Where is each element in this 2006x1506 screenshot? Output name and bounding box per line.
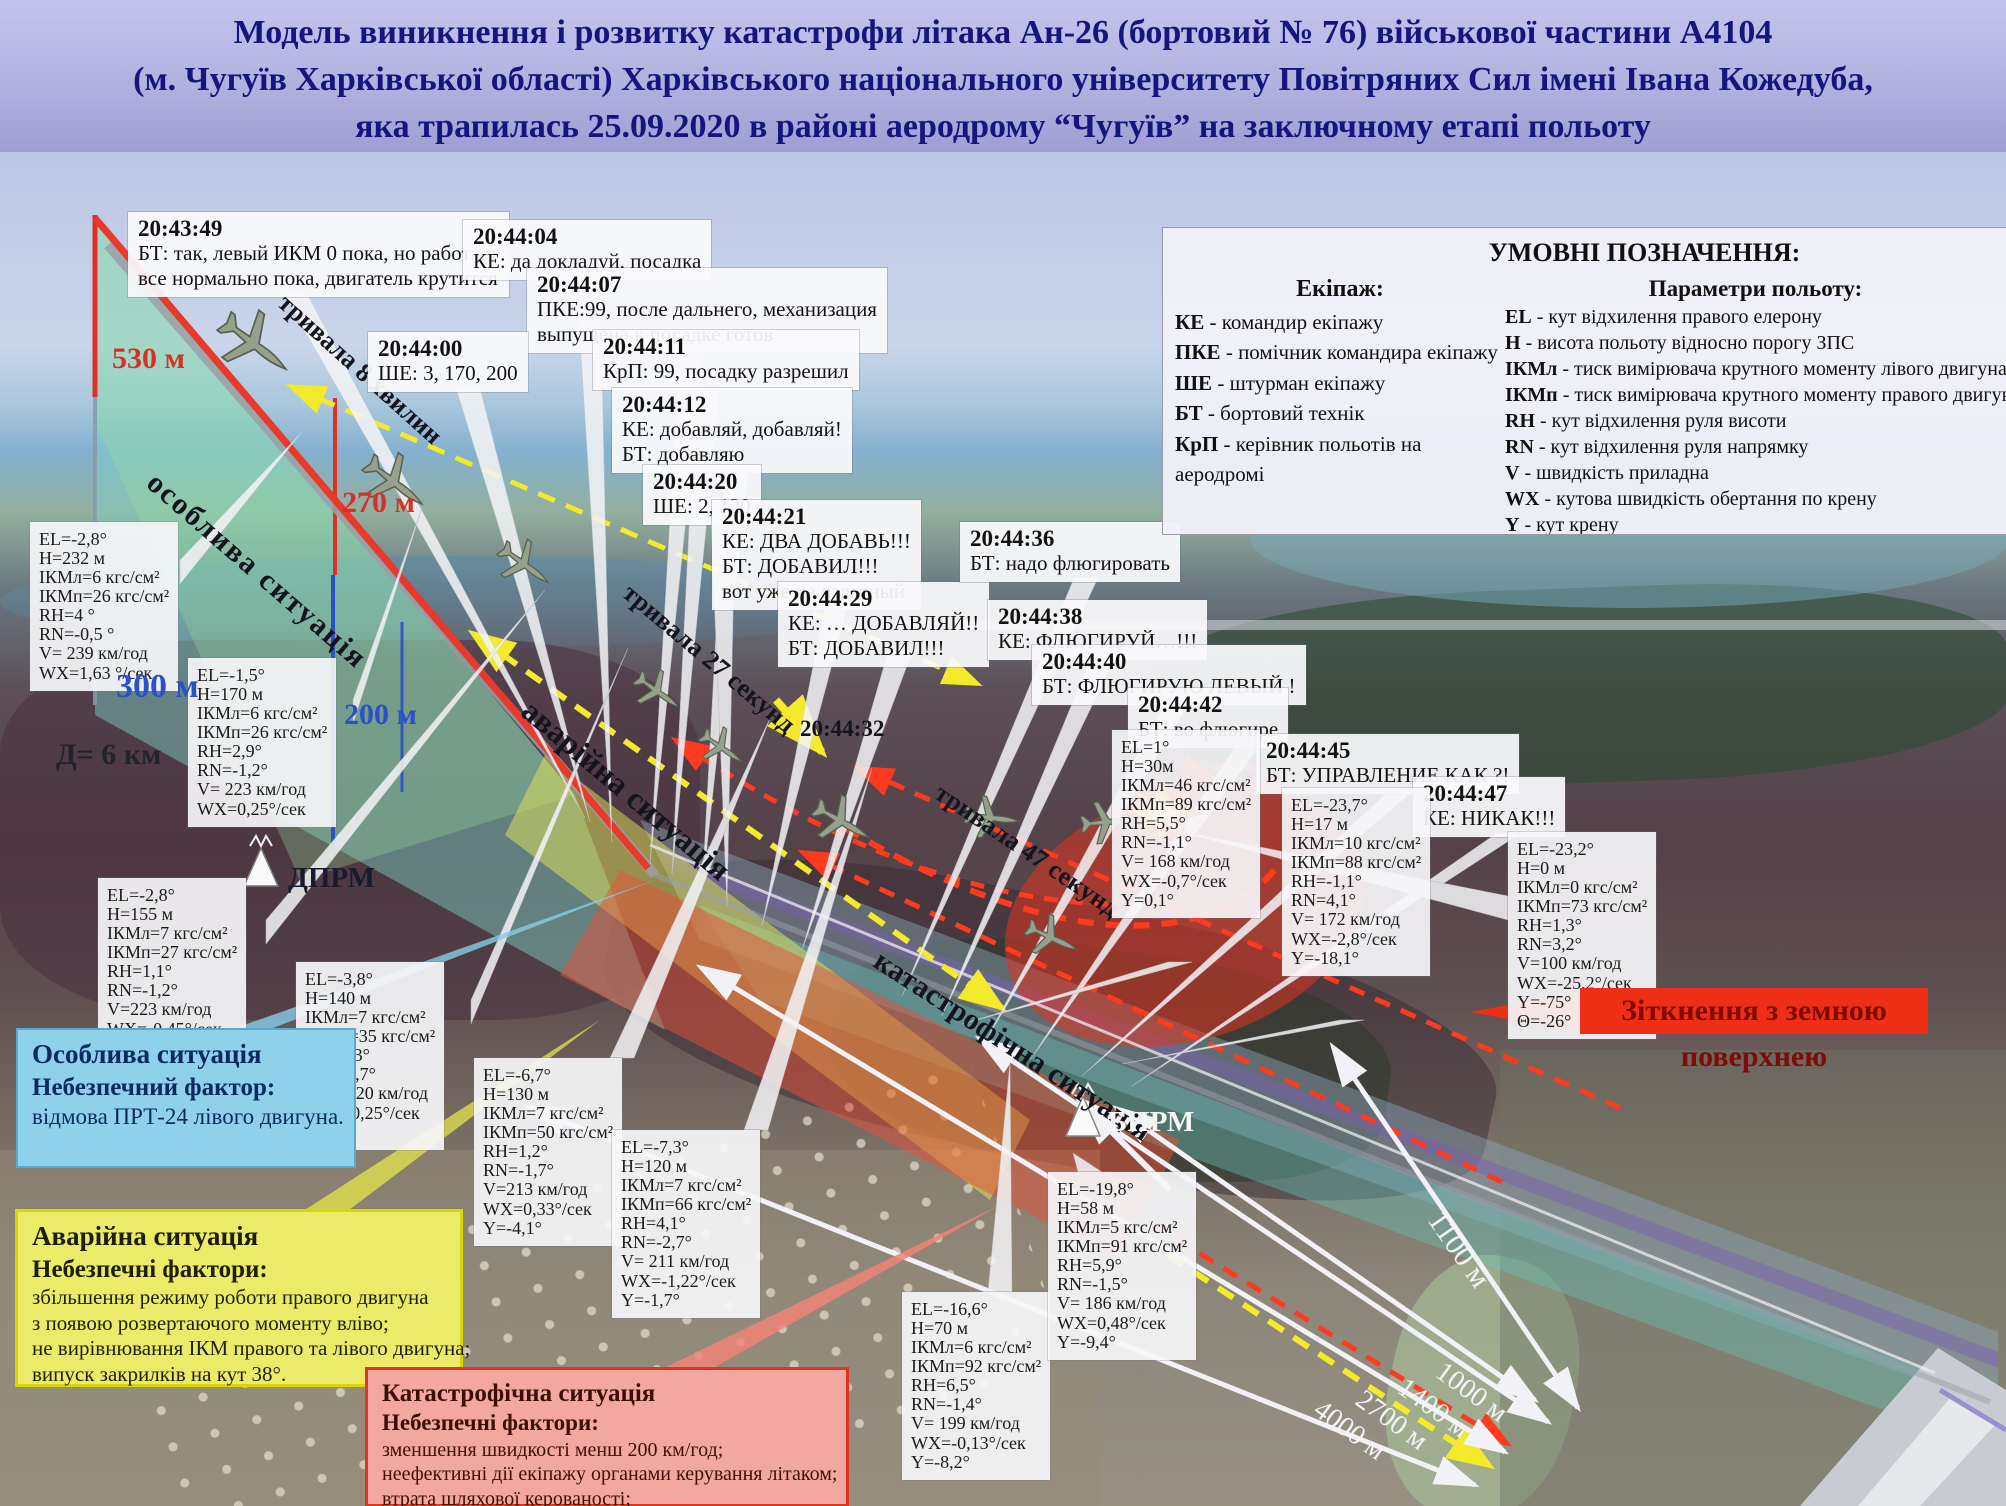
aircraft-icon [625,660,691,724]
impact-banner: Зіткнення з земною поверхнею [1580,988,1928,1073]
legend-item: КрП - керівник польотів на аеродромі [1175,431,1422,487]
special-situation-box: Особлива ситуація Небезпечний фактор: ві… [18,1030,354,1166]
title-line-2: (м. Чугуїв Харківської області) Харківсь… [133,60,1873,98]
slide-title: Модель виникнення і розвитку катастрофи … [0,0,2006,152]
dprm-label: ДПРМ [288,862,376,894]
legend-item: RN - кут відхилення руля напрямку [1505,436,1809,458]
aircraft-icon [1017,907,1087,969]
distance-label-6km: Д= 6 км [56,738,162,771]
emergency-situation-box: Аварійна ситуація Небезпечні фактори: зб… [18,1212,470,1386]
legend-item: КЕ - командир екіпажу [1175,310,1384,334]
legend-item: RH - кут відхилення руля висоти [1505,410,1787,432]
param-box-9: EL=1° Н=30м ІКМл=46 кгс/см² ІКМп=89 кгс/… [1112,730,1261,918]
terrain-right-bottom [1500,1050,2006,1506]
legend-item: Н - висота польоту відносно порогу ЗПС [1505,332,1855,354]
legend-crew-column: Екіпаж: КЕ - командир екіпажу ПКЕ - помі… [1163,272,1505,534]
emergency-situation-title: Аварійна ситуація [32,1221,259,1251]
distance-label-1100: 1100 м [1420,1205,1497,1294]
runway-stripe [1858,1396,1996,1506]
legend-crew-header: Екіпаж: [1296,276,1384,302]
legend-item: Υ - кут крену [1505,514,1619,534]
param-box-2: EL=-1,5° Н=170 м ІКМл=6 кгс/см² ІКМп=26 … [188,658,337,827]
legend-item: ІКМл - тиск вимірювача крутного моменту … [1505,358,2006,380]
legend-item: EL - кут відхилення правого елерону [1505,306,1822,328]
dprm-beacon-icon [242,846,280,887]
catastrophic-situation-title: Катастрофічна ситуація [382,1380,656,1407]
height-label-200: 200 м [344,698,417,731]
height-label-530: 530 м [112,342,185,375]
catastrophic-situation-box: Катастрофічна ситуація Небезпечні фактор… [368,1370,846,1506]
height-label-300: 300 м [116,668,199,705]
param-box-6: EL=-7,3° Н=120 м ІКМл=7 кгс/см² ІКМп=66 … [612,1130,761,1318]
param-box-10: EL=-23,7° Н=17 м ІКМл=10 кгс/см² ІКМп=88… [1282,788,1431,976]
legend-item: БТ - бортовий технік [1175,401,1365,426]
legend-item: ІКМп - тиск вимірювача крутного моменту … [1505,384,2006,406]
legend-item: V - швидкість приладна [1505,462,1709,484]
legend-params-column: Параметри польоту: EL - кут відхилення п… [1505,272,2006,534]
catastrophic-situation-factor-header: Небезпечні фактори: [382,1410,599,1436]
dprm-antenna-icon [249,833,273,849]
catastrophic-situation-body: зменшення швидкості менш 200 км/год; нее… [382,1439,838,1506]
phase-emergency-diag: аварійна ситуація [514,692,738,888]
legend-item: ПКЕ - помічник командира екіпажу [1175,340,1498,365]
phase-lasted-47s: тривала 47 секунд [929,778,1125,923]
legend-title: УМОВНІ ПОЗНАЧЕННЯ: [1488,238,1801,267]
special-situation-title: Особлива ситуація [32,1039,262,1069]
bprm-label: БПРМ [1108,1106,1195,1138]
param-box-7: EL=-16,6° Н=70 м ІКМл=6 кгс/см² ІКМп=92 … [902,1292,1051,1480]
title-line-1: Модель виникнення і розвитку катастрофи … [233,14,1773,51]
height-label-270: 270 м [342,486,415,519]
aircraft-icon [487,529,563,601]
aircraft-icon [691,718,753,778]
legend-params-header: Параметри польоту: [1648,276,1863,301]
param-box-5: EL=-6,7° Н=130 м ІКМл=7 кгс/см² ІКМп=50 … [474,1058,623,1246]
aircraft-icon [803,785,881,859]
legend-panel: УМОВНІ ПОЗНАЧЕННЯ: Екіпаж: КЕ - командир… [1163,228,2006,534]
special-situation-factor-header: Небезпечний фактор: [32,1073,276,1101]
runway [1800,1348,2006,1506]
param-box-8: EL=-19,8° Н=58 м ІКМл=5 кгс/см² ІКМп=91 … [1048,1172,1197,1360]
emergency-situation-factor-header: Небезпечні фактори: [32,1255,268,1283]
time-marker-204432: 20:44:32 [800,716,885,741]
title-line-3: яка трапилась 25.09.2020 в районі аеродр… [355,107,1651,145]
param-box-1: EL=-2,8° Н=232 м ІКМл=6 кгс/см² ІКМп=26 … [30,522,179,691]
runway-centerline [1938,1387,2006,1433]
special-situation-body: відмова ПРТ-24 лівого двигуна. [32,1104,344,1129]
legend-item: ШЕ - штурман екіпажу [1175,370,1386,395]
legend-item: WX - кутова швидкість обертання по крену [1505,488,1877,510]
